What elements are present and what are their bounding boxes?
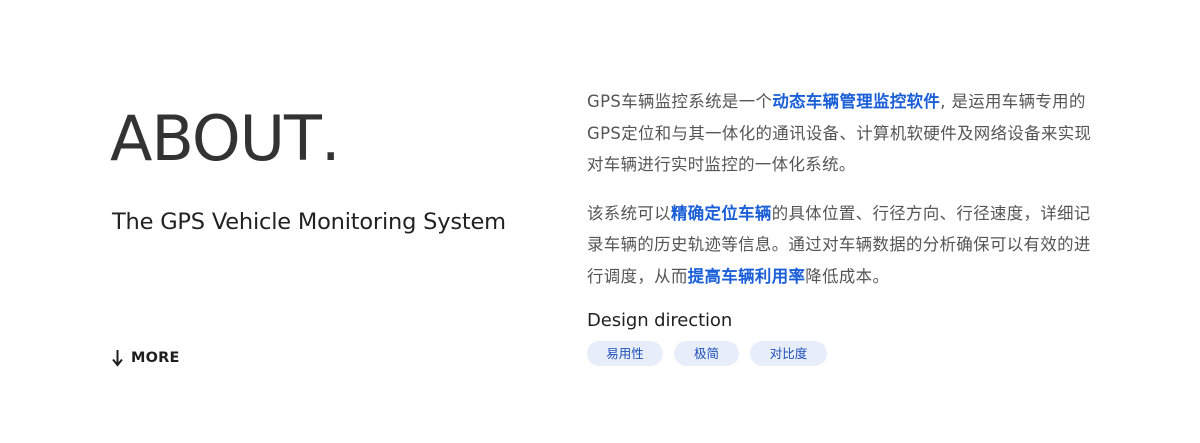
tag-usability[interactable]: 易用性 — [587, 341, 663, 366]
highlight-dynamic-vehicle-software: 动态车辆管理监控软件 — [772, 92, 941, 111]
tag-minimalism[interactable]: 极简 — [674, 341, 739, 366]
about-title-text: ABOUT — [110, 102, 322, 175]
highlight-improve-utilization: 提高车辆利用率 — [687, 266, 806, 286]
page-subtitle: The GPS Vehicle Monitoring System — [112, 209, 506, 235]
arrow-down-icon — [112, 350, 123, 367]
design-direction-heading: Design direction — [587, 310, 733, 331]
highlight-precise-positioning: 精确定位车辆 — [670, 203, 772, 223]
paragraph-text: 的具体位置、行径方向、行径速度，详细记录车辆的历史轨迹等信息。通过对车辆数据的分… — [587, 203, 1091, 286]
about-section-right: GPS车辆监控系统是一个动态车辆管理监控软件, 是运用车辆专用的GPS定位和与其… — [587, 86, 1097, 366]
more-button[interactable]: MORE — [112, 348, 180, 368]
paragraph-text: 该系统可以 — [587, 203, 671, 223]
more-label: MORE — [131, 350, 180, 366]
description-paragraph-1: GPS车辆监控系统是一个动态车辆管理监控软件, 是运用车辆专用的GPS定位和与其… — [587, 86, 1092, 181]
about-section-left: ABOUT. The GPS Vehicle Monitoring System… — [110, 0, 552, 443]
paragraph-text: GPS车辆监控系统是一个 — [587, 92, 773, 111]
design-tags: 易用性 极简 对比度 — [587, 341, 1097, 366]
paragraph-text: , 是运用车辆专用的GPS定位和与其一体化的通讯设备、计算机软硬件及网络设备来实… — [587, 92, 1092, 174]
tag-contrast[interactable]: 对比度 — [750, 341, 827, 366]
about-title: ABOUT. — [110, 108, 341, 170]
paragraph-text: 降低成本。 — [805, 266, 890, 286]
about-title-dot: . — [320, 102, 341, 175]
description-paragraph-2: 该系统可以精确定位车辆的具体位置、行径方向、行径速度，详细记录车辆的历史轨迹等信… — [587, 198, 1092, 293]
